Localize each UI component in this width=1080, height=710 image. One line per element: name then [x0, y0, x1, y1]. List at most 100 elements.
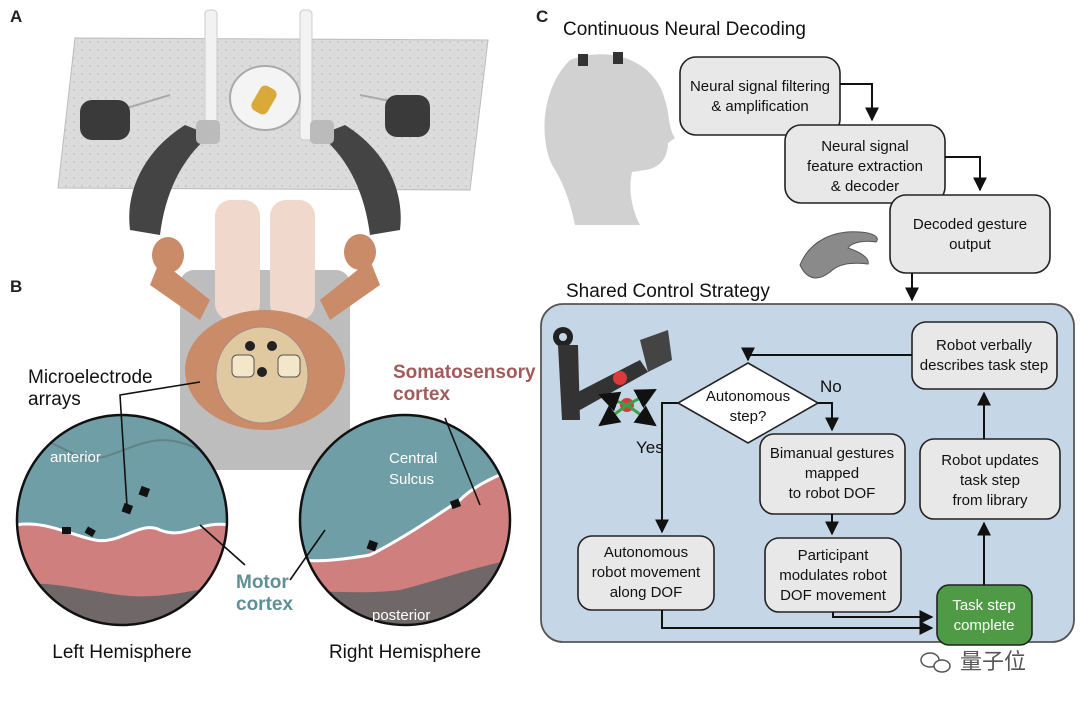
arrow-feature-to-decoded [945, 156, 987, 192]
right-leg [270, 200, 315, 320]
left-hand [152, 237, 184, 273]
electrode-pedestal-right [277, 354, 301, 378]
autonomous-line3: along DOF [610, 584, 683, 601]
left-array-1 [121, 502, 134, 515]
participant-line1: Participant [798, 547, 870, 564]
left-somato-region [17, 524, 227, 597]
bimanual-line2: mapped [805, 465, 859, 482]
food-item [251, 85, 277, 115]
left-leg [215, 200, 260, 320]
table-frame-right [299, 9, 313, 141]
central-sulcus-label-line2: Sulcus [389, 471, 434, 488]
right-central-sulcus-line [300, 468, 510, 563]
left-array-4 [84, 526, 96, 537]
arrow-diamond-yes [655, 402, 678, 534]
right-hemisphere-label: Right Hemisphere [329, 642, 481, 663]
head-pedestal-left [578, 54, 588, 66]
robot-verbally-box [911, 321, 1058, 390]
decoded-gesture-box [889, 194, 1051, 274]
shared-control-title: Shared Control Strategy [566, 281, 770, 302]
left-hemisphere-label: Left Hemisphere [52, 642, 191, 663]
motor-cortex-label-line2: cortex [236, 594, 293, 615]
watermark: 量子位 [920, 649, 1026, 674]
decoded-line1: Decoded gesture [913, 216, 1027, 233]
central-sulcus-label-line1: Central [389, 450, 437, 467]
right-hemisphere-circle [300, 415, 510, 625]
left-robot-arm [129, 125, 210, 235]
right-array-1 [366, 539, 379, 552]
leader-microelectrode [119, 381, 201, 507]
decision-diamond [676, 362, 820, 444]
connector-3 [257, 367, 267, 377]
motor-cortex-label-line1: Motor [236, 572, 289, 593]
left-array-2 [138, 485, 151, 498]
verbally-line1: Robot verbally [936, 337, 1032, 354]
arrow-verbal-to-diamond [741, 347, 912, 362]
right-circle-border [298, 413, 512, 627]
complete-line2: complete [954, 617, 1015, 634]
anterior-label: anterior [50, 449, 101, 466]
left-arm-mount [196, 120, 220, 144]
right-robot-arm [320, 125, 401, 235]
filtering-box [679, 56, 841, 136]
right-arm [320, 260, 380, 320]
somatosensory-label-line2: cortex [393, 384, 450, 405]
robot-arm-dof-icon [553, 327, 672, 427]
leader-somatosensory [444, 417, 481, 506]
left-central-sulcus-line [17, 522, 227, 543]
left-hemisphere-circle [17, 415, 227, 625]
arrow-autonomous-to-complete [661, 610, 934, 635]
head-pedestal-right [613, 52, 623, 64]
right-arm-mount [310, 120, 334, 144]
task-complete-box [936, 584, 1033, 646]
arrow-filter-to-feature [840, 83, 879, 122]
right-robot-hand [385, 95, 430, 137]
leader-motor-right [289, 529, 326, 581]
electrode-pedestal-left [231, 354, 255, 378]
connector-2 [267, 341, 277, 351]
autonomous-line2: robot movement [592, 564, 701, 581]
bimanual-line1: Bimanual gestures [770, 445, 894, 462]
leader-motor-left [199, 524, 246, 566]
bimanual-line3: to robot DOF [789, 485, 876, 502]
panel-letter-c: C [536, 7, 548, 26]
panel-letter-b: B [10, 277, 22, 296]
robot-updates-box [919, 438, 1061, 520]
left-robot-hand [80, 100, 130, 140]
participant-line3: DOF movement [780, 587, 887, 604]
panel-letter-a: A [10, 7, 22, 26]
posterior-label: posterior [372, 607, 430, 624]
yes-label: Yes [636, 438, 664, 457]
complete-line1: Task step [952, 597, 1015, 614]
updates-line2: task step [960, 472, 1020, 489]
diamond-line2: step? [730, 408, 767, 425]
filtering-line1: Neural signal filtering [690, 78, 830, 95]
right-hand [344, 234, 376, 270]
left-motor-region [17, 415, 227, 541]
feature-line1: Neural signal [821, 138, 909, 155]
verbally-line2: describes task step [920, 357, 1048, 374]
microelectrode-label-line1: Microelectrode [28, 367, 153, 388]
arrow-participant-to-complete [832, 610, 934, 624]
decoding-title: Continuous Neural Decoding [563, 19, 806, 40]
wrist-joint-marker [613, 371, 627, 385]
panel-a-illustration [57, 9, 489, 470]
feature-line3: & decoder [831, 178, 899, 195]
arrow-diamond-no [818, 402, 839, 432]
filtering-line2: & amplification [711, 98, 809, 115]
gesture-hand-icon [799, 231, 878, 279]
left-array-3 [62, 527, 71, 534]
updates-line1: Robot updates [941, 452, 1039, 469]
updates-line3: from library [952, 492, 1028, 509]
connector-1 [245, 341, 255, 351]
diamond-line1: Autonomous [706, 388, 790, 405]
feature-line2: feature extraction [807, 158, 923, 175]
head-silhouette [544, 54, 675, 225]
participant-line2: modulates robot [779, 567, 887, 584]
left-arm [150, 260, 210, 320]
watermark-text: 量子位 [960, 649, 1026, 674]
autonomous-line1: Autonomous [604, 544, 688, 561]
somatosensory-label-line1: Somatosensory [393, 362, 536, 383]
